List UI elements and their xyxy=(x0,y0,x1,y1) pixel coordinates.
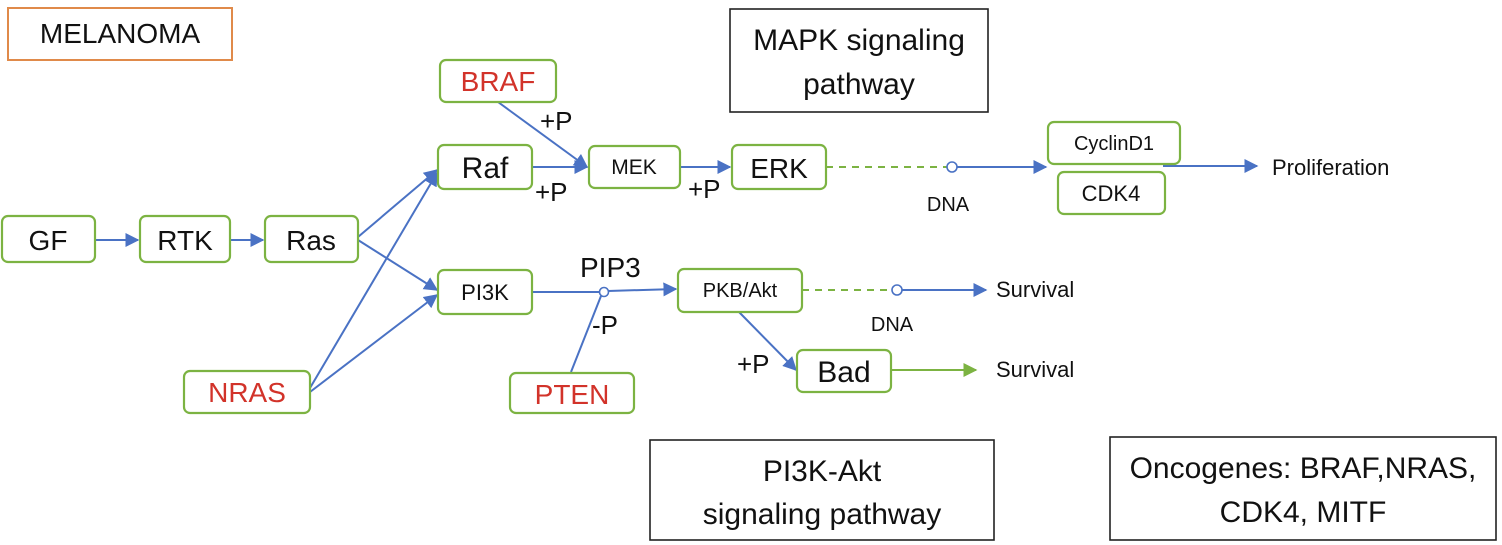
label-mek-erk-phospho: +P xyxy=(688,174,721,204)
svg-text:Bad: Bad xyxy=(817,356,870,389)
svg-text:PKB/Akt: PKB/Akt xyxy=(703,280,778,302)
mapk-pathway-label: MAPK signaling pathway xyxy=(729,8,989,113)
node-ras: Ras xyxy=(263,214,360,264)
node-gf: GF xyxy=(0,214,97,264)
svg-text:GF: GF xyxy=(29,225,68,256)
svg-text:CDK4: CDK4 xyxy=(1082,181,1141,206)
svg-text:Raf: Raf xyxy=(462,152,509,185)
node-erk: ERK xyxy=(730,143,828,191)
node-pten: PTEN xyxy=(508,371,636,415)
node-mek: MEK xyxy=(587,144,682,190)
survival-label-bad: Survival xyxy=(996,357,1074,382)
label-braf-mek-phospho: +P xyxy=(540,106,573,136)
pi3k-label-line2: signaling pathway xyxy=(703,498,942,531)
survival-label-akt: Survival xyxy=(996,277,1074,302)
mapk-label-line2: pathway xyxy=(803,68,915,101)
svg-text:RTK: RTK xyxy=(157,225,213,256)
pi3k-akt-pathway-label: PI3K-Akt signaling pathway xyxy=(649,439,995,541)
svg-text:PI3K: PI3K xyxy=(461,280,509,305)
svg-text:Ras: Ras xyxy=(286,225,336,256)
node-nras: NRAS xyxy=(182,369,312,415)
edge-braf-mek xyxy=(497,101,589,168)
svg-text:PTEN: PTEN xyxy=(535,379,610,410)
svg-text:MEK: MEK xyxy=(611,156,657,179)
oncogenes-line2: CDK4, MITF xyxy=(1220,496,1387,529)
svg-text:CyclinD1: CyclinD1 xyxy=(1074,133,1154,155)
node-pkb-akt: PKB/Akt xyxy=(676,267,804,314)
pi3k-label-line1: PI3K-Akt xyxy=(763,455,882,488)
node-rtk: RTK xyxy=(138,214,232,264)
title-text: MELANOMA xyxy=(40,18,201,49)
label-pip3: PIP3 xyxy=(580,252,641,283)
node-bad: Bad xyxy=(795,348,893,394)
edge-pip3-akt xyxy=(607,282,678,297)
label-raf-mek-phospho: +P xyxy=(535,177,568,207)
proliferation-label: Proliferation xyxy=(1272,155,1389,180)
edge-nras-raf xyxy=(309,171,438,389)
label-pten-dephospho: -P xyxy=(592,310,618,340)
label-akt-bad-phospho: +P xyxy=(737,349,770,379)
node-cdk4: CDK4 xyxy=(1056,170,1167,216)
mapk-label-line1: MAPK signaling xyxy=(753,24,965,57)
node-braf: BRAF xyxy=(438,58,558,104)
edges xyxy=(95,101,1259,393)
svg-text:ERK: ERK xyxy=(750,153,808,184)
pip3-junction xyxy=(598,286,610,298)
node-pi3k: PI3K xyxy=(436,268,534,316)
dna-junction-akt xyxy=(891,284,903,296)
dna-junction-mapk xyxy=(946,161,958,173)
svg-text:BRAF: BRAF xyxy=(461,66,536,97)
svg-text:NRAS: NRAS xyxy=(208,377,286,408)
edge-pten-pip3 xyxy=(570,295,602,373)
dna-label-akt: DNA xyxy=(871,314,914,336)
edge-nras-pi3k xyxy=(309,294,439,393)
title-box: MELANOMA xyxy=(7,7,233,61)
edge-ras-pi3k xyxy=(357,239,439,291)
edge-akt-bad xyxy=(738,311,797,371)
node-raf: Raf xyxy=(436,143,534,191)
dna-label-mapk: DNA xyxy=(927,194,970,216)
node-cyclind1: CyclinD1 xyxy=(1046,120,1182,166)
edge-ras-raf xyxy=(357,169,439,238)
oncogenes-box: Oncogenes: BRAF,NRAS, CDK4, MITF xyxy=(1109,436,1497,541)
oncogenes-line1: Oncogenes: BRAF,NRAS, xyxy=(1130,452,1477,485)
